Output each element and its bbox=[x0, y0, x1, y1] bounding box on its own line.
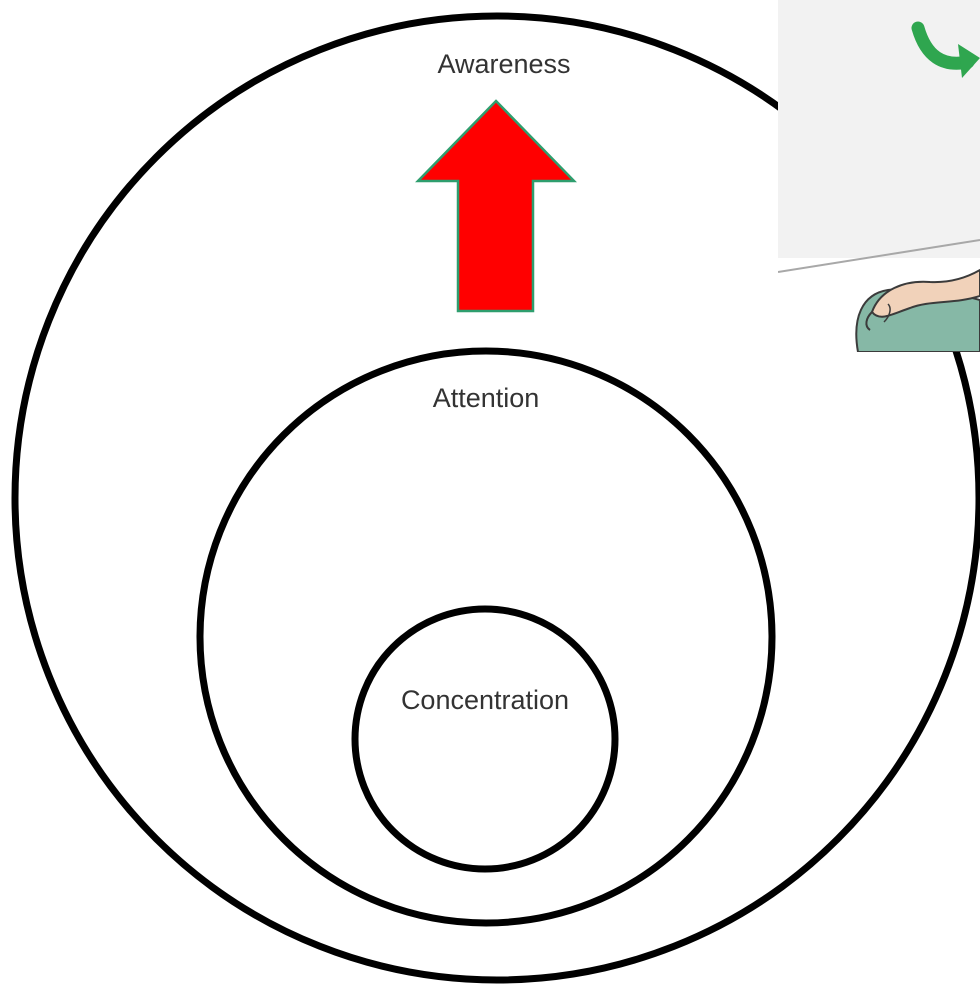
attention-circle bbox=[196, 347, 776, 927]
inset-floor-line bbox=[778, 239, 980, 273]
awareness-label: Awareness bbox=[437, 49, 570, 79]
attention-label: Attention bbox=[433, 383, 540, 413]
concentration-circle bbox=[351, 605, 619, 873]
up-arrow-icon bbox=[415, 99, 577, 313]
curved-arrow-icon bbox=[911, 21, 980, 78]
inset-image bbox=[778, 0, 980, 352]
hand-on-knee-icon bbox=[855, 268, 980, 352]
awareness-circle bbox=[11, 12, 980, 984]
concentration-label: Concentration bbox=[401, 685, 569, 715]
